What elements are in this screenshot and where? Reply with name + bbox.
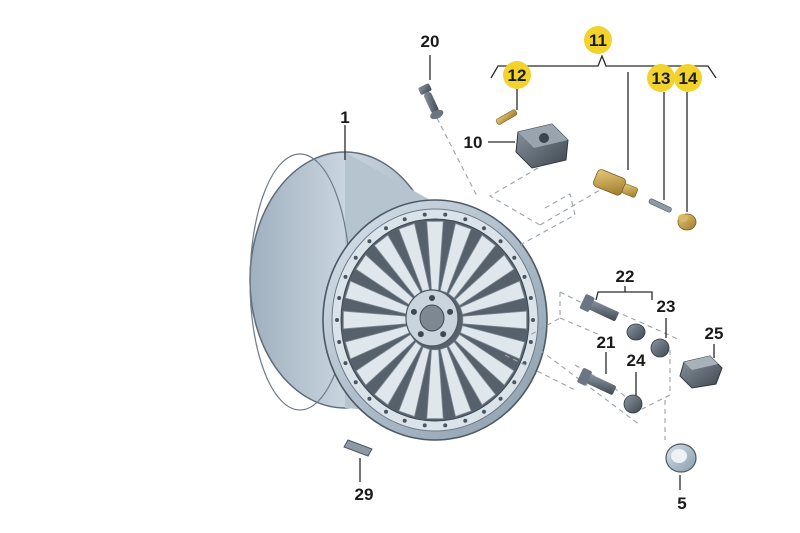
wheel-spoke (439, 346, 472, 418)
valve-core (495, 109, 518, 125)
callout-12-label: 12 (508, 66, 527, 85)
rim-rivet (337, 295, 342, 300)
callout-23-label: 23 (657, 297, 676, 316)
callout-24-label: 24 (627, 351, 646, 370)
callout-25-label: 25 (705, 324, 724, 343)
rim-rivet (343, 361, 348, 366)
callout-5: 5 (677, 494, 686, 513)
wheel-spoke (398, 346, 431, 418)
wheel-hub (405, 289, 459, 347)
wheel-spoke (462, 310, 528, 330)
callout-13-label: 13 (652, 69, 671, 88)
bolt-hole (417, 331, 424, 338)
rim-rivet (512, 255, 517, 260)
rim-rivet (482, 409, 486, 414)
rim-rivet (498, 396, 503, 401)
rim-rivet (443, 423, 448, 428)
valve-insert (648, 198, 672, 213)
callout-11: 11 (584, 26, 612, 54)
rim-rivet (402, 217, 407, 222)
rim-rivet (343, 274, 348, 279)
callout-25: 25 (705, 324, 724, 343)
callout-14-label: 14 (679, 69, 698, 88)
wheel-bolt-lower (577, 368, 616, 395)
cap-puller (679, 355, 723, 389)
callout-24: 24 (627, 351, 646, 370)
callout-13-highlight (647, 64, 675, 92)
callout-20-label: 20 (421, 32, 440, 51)
callout-29-label: 29 (355, 485, 374, 504)
anti-theft-bolt (626, 323, 646, 341)
rim-rivet (335, 318, 339, 322)
wheel-spoke (447, 341, 497, 406)
rim-rivet (384, 409, 388, 414)
rim-rivet (337, 340, 342, 345)
callout-20: 20 (421, 32, 440, 51)
rim-rivet (498, 239, 503, 244)
callout-23: 23 (657, 297, 676, 316)
rim-rivet (522, 274, 527, 279)
callout-14: 14 (674, 64, 702, 92)
wheel-spoke (454, 333, 515, 386)
bolt-cap-upper (650, 338, 670, 358)
rim-rivet (384, 226, 388, 231)
callout-14-highlight (674, 64, 702, 92)
valve-stem (418, 83, 444, 120)
rim-rivet (422, 212, 427, 217)
wheel-bolt-upper (579, 294, 619, 321)
rim-rivet (463, 217, 468, 222)
wheel-spoke (459, 280, 526, 315)
callout-22: 22 (616, 267, 635, 286)
bolt-hole (410, 308, 417, 315)
wheel-spoke (439, 222, 472, 294)
callout-12-highlight (503, 61, 531, 89)
rim-rivet (422, 423, 427, 428)
rim-rivet (482, 226, 486, 231)
rim-rivet (367, 396, 372, 401)
wheel-spokes (335, 212, 535, 428)
callout-22-label: 22 (616, 267, 635, 286)
callout-5-label: 5 (677, 494, 686, 513)
callout-11-highlight (584, 26, 612, 54)
rim-rivet (528, 295, 533, 300)
wheel-spoke (426, 349, 444, 419)
rim-rivet (402, 418, 407, 423)
wheel-spoke (454, 254, 515, 307)
valve-cap (677, 213, 697, 231)
center-cap (665, 443, 697, 473)
valve-body (593, 169, 638, 198)
callout-11-label: 11 (589, 31, 607, 50)
bolt-cap-lower (623, 394, 643, 414)
leader-lines (344, 54, 717, 490)
bolt-hole (447, 308, 454, 315)
tire-pressure-sensor (515, 123, 569, 169)
balance-weight (343, 439, 373, 457)
rim-rivet (353, 380, 358, 385)
rim-rivet (463, 418, 468, 423)
wheel-spoke (447, 234, 497, 299)
rim-rivet (367, 239, 372, 244)
callout-10-label: 10 (464, 133, 483, 152)
callout-12: 12 (503, 61, 531, 89)
rim-rivet (353, 255, 358, 260)
callout-21-label: 21 (597, 333, 616, 352)
callout-13: 13 (647, 64, 675, 92)
callout-21: 21 (597, 333, 616, 352)
callout-29: 29 (355, 485, 374, 504)
rim-rivet (512, 380, 517, 385)
wheel-spoke (373, 341, 423, 406)
bolt-hole (440, 331, 447, 338)
callout-10: 10 (464, 133, 483, 152)
bolt-hole (429, 295, 435, 301)
rim-rivet (443, 212, 448, 217)
callout-1: 1 (340, 108, 349, 127)
rim-rivet (531, 318, 535, 322)
rim-rivet (528, 340, 533, 345)
callout-1-label: 1 (340, 108, 349, 127)
wheel-spoke (459, 325, 526, 360)
